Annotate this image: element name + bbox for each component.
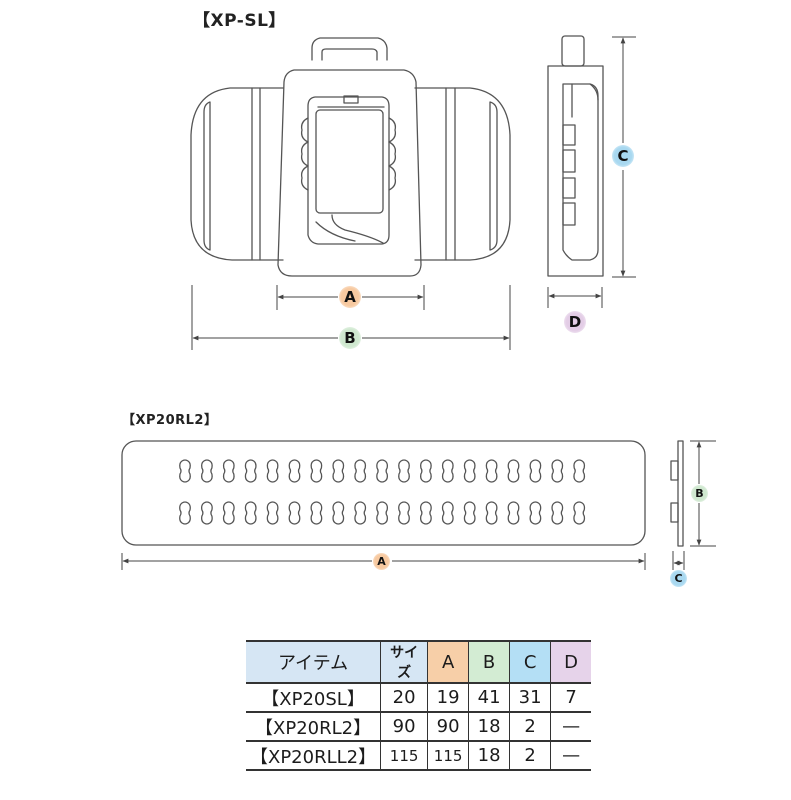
slot-hole bbox=[529, 501, 542, 525]
slot-hole bbox=[266, 459, 279, 483]
slot-hole bbox=[244, 501, 257, 525]
slot-hole bbox=[573, 459, 586, 483]
dimension-a-sl bbox=[276, 285, 425, 310]
cell-c: 2 bbox=[509, 711, 552, 742]
cell-a: 115 bbox=[427, 740, 470, 771]
table-row: 【XP20RLL2】 115 115 18 2 — bbox=[246, 740, 592, 771]
slot-hole bbox=[354, 501, 367, 525]
slot-hole bbox=[222, 501, 235, 525]
dimension-b-sl bbox=[191, 285, 511, 350]
cell-d: — bbox=[550, 740, 592, 771]
cell-d: — bbox=[550, 711, 592, 742]
cell-size: 90 bbox=[380, 711, 429, 742]
slot-hole bbox=[441, 459, 454, 483]
header-item: アイテム bbox=[246, 640, 382, 684]
slot-hole bbox=[201, 501, 213, 525]
slot-hole bbox=[288, 459, 301, 483]
cell-b: 18 bbox=[468, 740, 511, 771]
slot-hole bbox=[529, 459, 542, 483]
slot-hole bbox=[201, 459, 213, 483]
slot-hole bbox=[244, 459, 257, 483]
cell-a: 19 bbox=[427, 682, 470, 713]
xp-sl-side-view bbox=[547, 35, 604, 277]
dimension-c-rl2 bbox=[672, 551, 685, 570]
slot-hole bbox=[179, 501, 191, 525]
cell-b: 41 bbox=[468, 682, 511, 713]
cell-item: 【XP20RL2】 bbox=[246, 711, 382, 742]
cell-c: 2 bbox=[509, 740, 552, 771]
slot-hole bbox=[266, 501, 279, 525]
slot-hole bbox=[376, 459, 388, 483]
slot-hole bbox=[354, 459, 367, 483]
header-b: B bbox=[468, 640, 511, 684]
slot-hole bbox=[376, 501, 388, 525]
badge-b-sl: B bbox=[339, 327, 361, 349]
slot-hole bbox=[398, 459, 410, 483]
dimension-a-rl2 bbox=[121, 553, 646, 570]
slot-hole bbox=[485, 501, 498, 525]
xp20rl2-side-view bbox=[670, 440, 684, 547]
slot-hole bbox=[441, 501, 454, 525]
table-row: 【XP20RL2】 90 90 18 2 — bbox=[246, 711, 592, 742]
cell-item: 【XP20RLL2】 bbox=[246, 740, 382, 771]
slot-hole bbox=[507, 501, 520, 525]
cell-size: 20 bbox=[380, 682, 429, 713]
xp-sl-front-view bbox=[190, 37, 511, 277]
xp-sl-title: 【XP-SL】 bbox=[193, 11, 286, 31]
slot-hole bbox=[310, 459, 323, 483]
table-header-row: アイテム サイズ A B C D bbox=[246, 640, 592, 684]
cell-a: 90 bbox=[427, 711, 470, 742]
slot-hole bbox=[485, 459, 498, 483]
table-row: 【XP20SL】 20 19 41 31 7 bbox=[246, 682, 592, 713]
dimension-d-sl bbox=[547, 287, 603, 308]
slot-hole bbox=[398, 501, 410, 525]
header-a: A bbox=[427, 640, 470, 684]
slot-hole bbox=[420, 501, 432, 525]
header-size: サイズ bbox=[380, 640, 429, 684]
dimension-c-sl bbox=[612, 36, 636, 278]
slot-hole bbox=[288, 501, 301, 525]
cell-size: 115 bbox=[380, 740, 429, 771]
badge-c-sl: C bbox=[612, 145, 634, 167]
header-d: D bbox=[550, 640, 592, 684]
slot-hole bbox=[463, 459, 476, 483]
slot-hole bbox=[332, 459, 345, 483]
slot-hole bbox=[222, 459, 235, 483]
cell-d: 7 bbox=[550, 682, 592, 713]
cell-c: 31 bbox=[509, 682, 552, 713]
header-c: C bbox=[509, 640, 552, 684]
slot-hole bbox=[573, 501, 586, 525]
badge-d-sl: D bbox=[564, 311, 586, 333]
badge-a-sl: A bbox=[339, 286, 361, 308]
spec-table: アイテム サイズ A B C D 【XP20SL】 20 19 41 31 7 … bbox=[246, 640, 592, 771]
cell-b: 18 bbox=[468, 711, 511, 742]
badge-c-rl2: C bbox=[670, 570, 687, 587]
slot-hole bbox=[310, 501, 323, 525]
badge-a-rl2: A bbox=[373, 553, 390, 570]
slot-hole bbox=[332, 501, 345, 525]
xp20rl2-front-view bbox=[121, 440, 646, 546]
slot-hole bbox=[507, 459, 520, 483]
slot-hole bbox=[551, 501, 564, 525]
cell-item: 【XP20SL】 bbox=[246, 682, 382, 713]
slot-hole bbox=[179, 459, 191, 483]
badge-b-rl2: B bbox=[691, 485, 708, 502]
dimension-b-rl2 bbox=[690, 440, 716, 547]
xp20rl2-title: 【XP20RL2】 bbox=[122, 413, 218, 428]
slot-hole bbox=[420, 459, 432, 483]
slot-hole bbox=[551, 459, 564, 483]
slot-hole bbox=[463, 501, 476, 525]
